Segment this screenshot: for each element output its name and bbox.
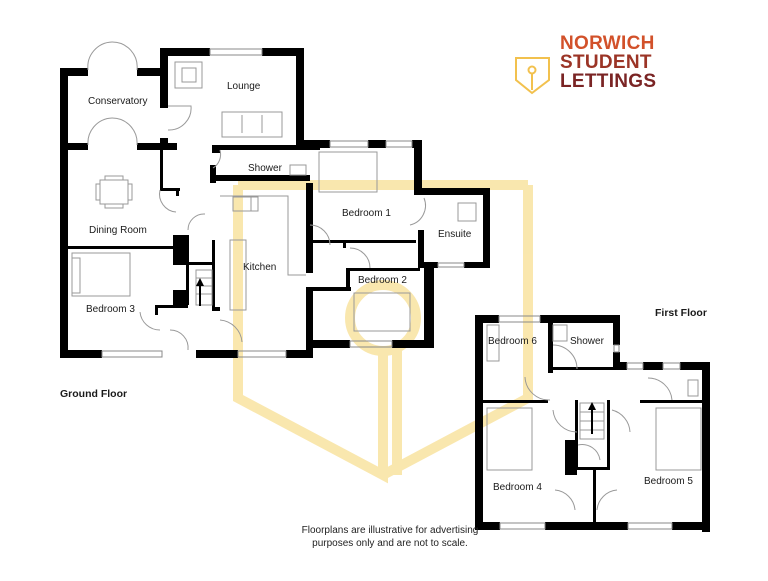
ground-floor-windows — [101, 48, 465, 358]
first-floor-heading: First Floor — [655, 307, 707, 319]
brand-line-2: STUDENT — [560, 52, 652, 73]
ground-floor-heading: Ground Floor — [60, 388, 128, 400]
room-label-bedroom-4: Bedroom 4 — [493, 482, 542, 493]
brand-logo: NORWICH STUDENT LETTINGS — [560, 34, 656, 91]
brand-line-3: LETTINGS — [560, 71, 657, 92]
room-label-bedroom-6: Bedroom 6 — [488, 336, 537, 347]
shield-key-icon — [515, 57, 550, 95]
room-label-kitchen: Kitchen — [243, 262, 277, 273]
first-stairs-arrow-icon — [588, 402, 596, 434]
room-label-lounge: Lounge — [227, 81, 261, 92]
watermark-shield-icon — [233, 180, 533, 484]
ground-floor-walls — [60, 48, 490, 358]
ground-stairs-arrow-icon — [196, 278, 204, 306]
room-label-bedroom-3: Bedroom 3 — [86, 304, 135, 315]
first-floor-walls — [475, 315, 710, 532]
first-floor-fixtures — [486, 324, 702, 511]
room-label-shower-first: Shower — [570, 336, 604, 347]
brand-line-1: NORWICH — [560, 33, 655, 54]
room-label-shower-ground: Shower — [248, 163, 282, 174]
room-label-bedroom-5: Bedroom 5 — [644, 476, 693, 487]
first-floor-windows — [498, 315, 681, 530]
disclaimer-text: Floorplans are illustrative for advertis… — [301, 525, 479, 549]
room-label-bedroom-1: Bedroom 1 — [342, 208, 391, 219]
room-label-ensuite: Ensuite — [438, 229, 472, 240]
room-label-dining-room: Dining Room — [89, 225, 147, 236]
room-label-conservatory: Conservatory — [88, 96, 148, 107]
room-label-bedroom-2: Bedroom 2 — [358, 275, 407, 286]
ground-floor-fixtures — [71, 41, 477, 351]
